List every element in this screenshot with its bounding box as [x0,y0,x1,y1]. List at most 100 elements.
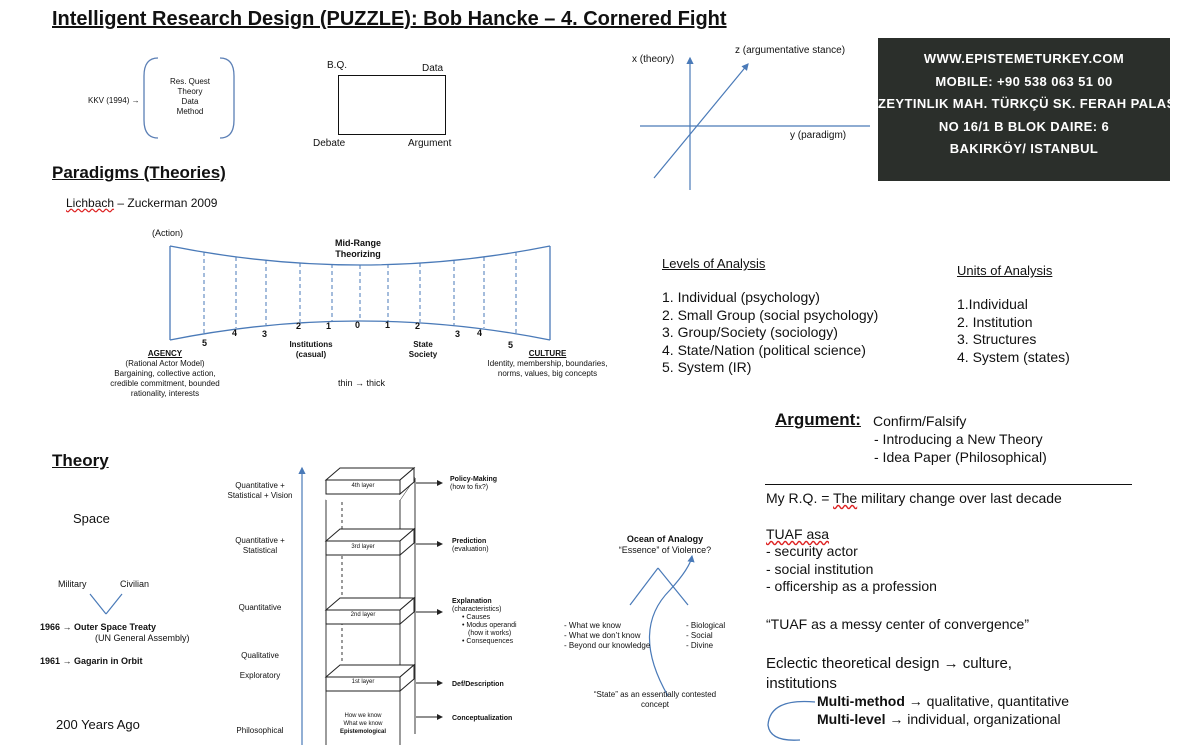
tuaf-item: - security actor [766,543,858,559]
method-label: Philosophical [236,726,284,735]
units-item: 3. Structures [957,331,1037,347]
spectrum-num: 5 [202,338,208,348]
units-item: 4. System (states) [957,348,1070,365]
units-item: 2. Institution [957,313,1033,330]
explanation-bullet: • Causes [462,614,491,621]
square-debate: Debate [313,138,346,149]
bullet-text: Modus operandi [466,622,517,629]
divider [765,484,1132,485]
culture-desc: Identity, membership, boundaries, norms,… [487,359,608,378]
bullet-text: Consequences [466,638,514,645]
y1966b-label: (UN General Assembly) [95,633,190,643]
output-prediction: Prediction(evaluation) [452,538,489,554]
levels-list: 1. Individual (psychology) 2. Small Grou… [662,289,878,377]
multi-level-label: Multi-level → [817,711,904,727]
square-bq: B.Q. [327,60,348,71]
bottom-label: Epistemological [339,729,386,735]
thin-thick-label: thin → thick [338,378,386,388]
y1961-label: 1961 → Gagarin in Orbit [40,656,143,666]
paradigms-ref: Lichbach – Zuckerman 2009 [66,196,217,210]
agency-label: AGENCY [147,349,183,358]
ocean-diagram [629,554,695,697]
layer-box-label: 1st layer [351,679,375,685]
output-description: Def/Description [452,681,504,688]
ocean-right-item: - Social [686,631,713,640]
axis-x-label: x (theory) [632,54,675,65]
civilian-label: Civilian [120,579,150,589]
axes-diagram [640,56,870,190]
ocean-left-list: - What we know - What we don’t know - Be… [564,621,650,651]
ocean-left-item: - Beyond our knowledge [564,641,651,650]
argument-heading: Argument: [775,410,861,429]
ocean-right-list: - Biological - Social - Divine [686,621,725,651]
kkv-item: Data [181,97,199,106]
levels-item: 3. Group/Society (sociology) [662,324,838,340]
mid-range-label: Mid-Range Theorizing [335,238,381,259]
levels-item: 4. State/Nation (political science) [662,341,866,358]
ocean-right-item: - Divine [686,641,714,650]
y1966-label: 1966 → Outer Space Treaty [40,622,157,632]
kkv-item: Res. Quest [169,77,210,86]
layer-stack [298,466,443,745]
my-rq-the: The [833,490,858,506]
argument-list: - Introducing a New Theory - Idea Paper … [874,431,1047,466]
ref-rest: – Zuckerman 2009 [114,196,218,210]
layer-box-label: 3rd layer [351,544,375,550]
ocean-left-item: - What we know [564,621,621,630]
eclectic-design: Eclectic theoretical design → culture, i… [766,655,1012,692]
argument-item: - Idea Paper (Philosophical) [874,448,1047,465]
multi-method-label: Multi-method → [817,693,923,709]
bullet-text: Causes [466,614,491,621]
spectrum-num: 4 [477,328,483,338]
multi-level: Multi-level → individual, organizational [817,711,1061,729]
epistemology-labels: How we know What we know Epistemological [326,712,400,736]
bottom-label: How we know [344,713,382,719]
ocean-left-item: - What we don’t know [564,631,641,640]
spectrum-num: 5 [508,340,514,350]
spectrum-num: 0 [355,320,361,330]
output-sub: (how to fix?) [450,484,489,491]
kkv-item: Theory [177,87,203,96]
output-sub: (evaluation) [452,546,489,553]
output-title: Explanation [452,598,492,605]
output-title: Policy-Making [450,476,498,483]
my-rq: My R.Q. = The military change over last … [766,490,1062,508]
argument-item: - Introducing a New Theory [874,431,1043,447]
page-title: Intelligent Research Design (PUZZLE): Bo… [52,8,727,30]
advert-box: WWW.EPISTEMETURKEY.COM MOBILE: +90 538 0… [878,38,1200,181]
tuaf-item: - officership as a profession [766,578,937,594]
square-data: Data [422,63,444,74]
my-rq-rest: military change over last decade [857,490,1062,506]
theory-heading: Theory [52,451,109,470]
military-label: Military [58,579,87,589]
advert-line: BAKIRKÖY/ ISTANBUL [949,141,1099,156]
axis-y-label: y (paradigm) [790,130,847,141]
levels-item: 1. Individual (psychology) [662,289,820,305]
space-label: Space [73,511,110,526]
method-label: Qualitative [241,651,279,660]
method-label: Exploratory [239,671,281,680]
agency-sub: (Rational Actor Model) [125,359,205,368]
levels-heading: Levels of Analysis [662,256,766,271]
action-label: (Action) [152,228,184,238]
levels-item: 5. System (IR) [662,359,752,375]
ocean-sub: “Essence” of Violence? [618,545,712,555]
layer-box-label: 4th layer [351,483,375,489]
method-label: Quantitative + Statistical + Vision [227,481,293,500]
culture-label: CULTURE [528,349,567,358]
kkv-item: Method [176,107,204,116]
explanation-bullet: (how it works) [468,630,512,637]
argument-first: Confirm/Falsify [873,413,967,429]
tuaf-quote: “TUAF as a messy center of convergence” [766,616,1029,632]
output-title: Prediction [452,538,487,545]
curve-arrow [767,700,816,741]
advert-line: NO 16/1 B BLOK DAIRE: 6 [938,118,1110,134]
agency-desc: Bargaining, collective action, credible … [110,369,220,398]
years-ago-label: 200 Years Ago [56,717,140,732]
units-item: 1.Individual [957,296,1028,312]
kkv-list: Res. Quest Theory Data Method [155,77,225,117]
output-explanation: Explanation (characteristics) • Causes •… [452,598,517,646]
ocean-right-item: - Biological [686,621,726,630]
ref-name: Lichbach [66,196,115,210]
spectrum-num: 1 [326,321,332,331]
